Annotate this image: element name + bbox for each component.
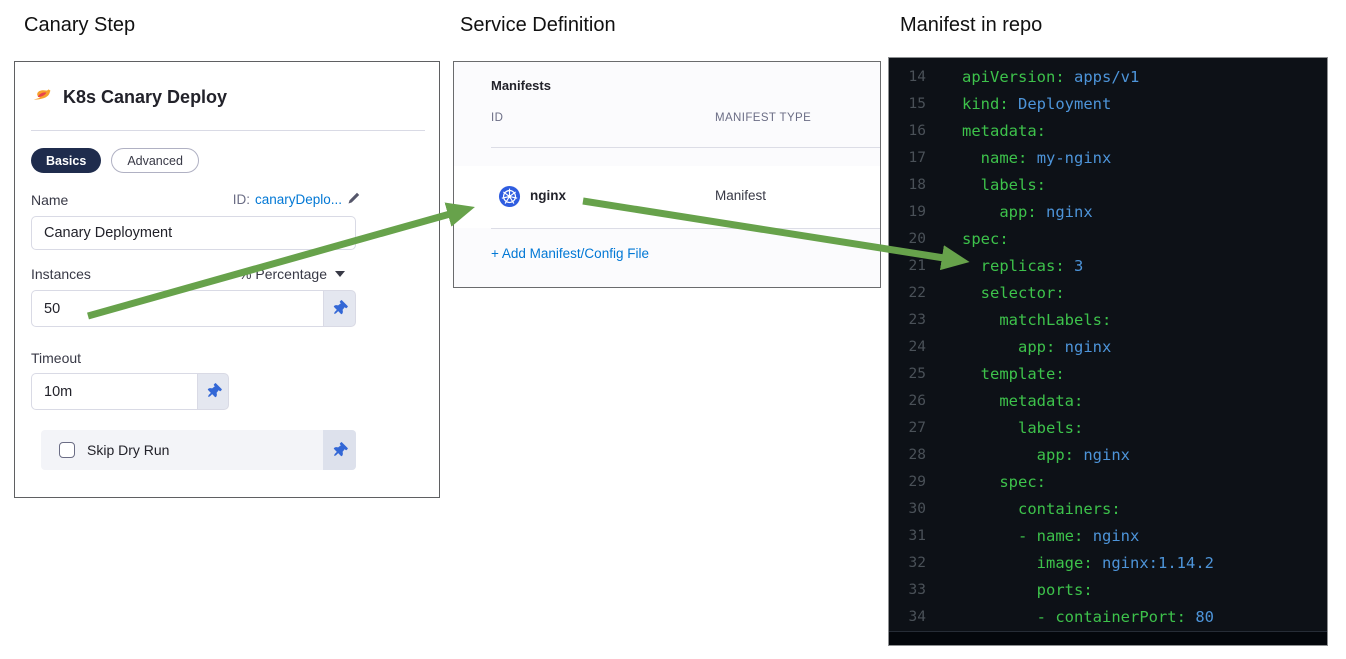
- code-line: 18 labels:: [908, 176, 1046, 194]
- kubernetes-icon: [498, 185, 521, 208]
- canary-step-title: Canary Step: [24, 14, 136, 36]
- id-prefix: ID:: [232, 192, 250, 207]
- step-heading: K8s Canary Deploy: [63, 87, 228, 107]
- name-label: Name: [31, 191, 69, 208]
- timeout-label: Timeout: [31, 350, 82, 366]
- service-definition-card: Manifests ID MANIFEST TYPE: [453, 61, 881, 288]
- code-line: 21 replicas: 3: [908, 257, 1084, 275]
- timeout-input-group: [31, 373, 229, 410]
- header-divider: [491, 147, 880, 148]
- instances-pin-button[interactable]: [323, 290, 356, 327]
- pin-icon: [207, 383, 222, 398]
- step-id: ID: canaryDeplo...: [233, 191, 361, 208]
- add-manifest-link[interactable]: + Add Manifest/Config File: [491, 246, 649, 261]
- code-line: 30 containers:: [908, 500, 1121, 518]
- manifest-id: nginx: [530, 188, 566, 203]
- edit-pencil-icon[interactable]: [347, 191, 361, 208]
- tab-advanced[interactable]: Advanced: [111, 148, 199, 173]
- canary-bird-icon: [31, 84, 53, 111]
- step-tabs: Basics Advanced: [31, 148, 199, 173]
- id-link[interactable]: canaryDeplo...: [254, 192, 342, 207]
- skip-dry-run-checkbox[interactable]: [59, 442, 75, 458]
- code-line: 24 app: nginx: [908, 338, 1112, 356]
- service-definition-title: Service Definition: [460, 14, 616, 36]
- step-header: K8s Canary Deploy: [31, 84, 227, 111]
- pin-icon: [333, 441, 348, 456]
- code-line: 33 ports:: [908, 581, 1093, 599]
- column-header-id: ID: [491, 112, 504, 124]
- chevron-down-icon: [335, 271, 345, 277]
- code-line: 27 labels:: [908, 419, 1084, 437]
- code-line: 17 name: my-nginx: [908, 149, 1112, 167]
- code-line: 26 metadata:: [908, 392, 1084, 410]
- name-input[interactable]: [31, 216, 356, 250]
- code-line: 25 template:: [908, 365, 1065, 383]
- manifests-heading: Manifests: [491, 78, 551, 93]
- code-line: 28 app: nginx: [908, 446, 1130, 464]
- code-line: 23 matchLabels:: [908, 311, 1112, 329]
- manifest-table-row[interactable]: nginx Manifest: [454, 166, 880, 228]
- pin-icon: [333, 300, 348, 315]
- code-line: 22 selector:: [908, 284, 1065, 302]
- row-divider: [491, 228, 880, 229]
- manifest-in-repo-title: Manifest in repo: [900, 14, 1043, 36]
- instances-input[interactable]: [31, 290, 323, 327]
- instances-label: Instances: [31, 266, 91, 282]
- timeout-pin-button[interactable]: [197, 373, 229, 410]
- manifest-type: Manifest: [715, 188, 767, 203]
- column-header-manifest-type: MANIFEST TYPE: [715, 112, 812, 124]
- timeout-input[interactable]: [31, 373, 197, 410]
- canary-step-card: K8s Canary Deploy Basics Advanced Name I…: [14, 61, 440, 498]
- instances-unit-value: % Percentage: [239, 266, 327, 282]
- tab-basics[interactable]: Basics: [31, 148, 102, 173]
- code-panel-footer: [889, 631, 1327, 645]
- code-line: 34 - containerPort: 80: [908, 608, 1214, 626]
- code-line: 32 image: nginx:1.14.2: [908, 554, 1214, 572]
- instances-input-group: [31, 290, 356, 327]
- skip-dry-run-row: Skip Dry Run: [41, 430, 356, 470]
- code-line: 31 - name: nginx: [908, 527, 1140, 545]
- instances-label-row: Instances % Percentage: [31, 266, 345, 282]
- header-divider: [31, 130, 425, 131]
- instances-unit-dropdown[interactable]: % Percentage: [239, 266, 345, 282]
- name-label-row: Name ID: canaryDeplo...: [31, 191, 361, 208]
- code-line: 29 spec:: [908, 473, 1046, 491]
- skip-dry-run-label: Skip Dry Run: [87, 442, 170, 458]
- code-line: 19 app: nginx: [908, 203, 1093, 221]
- skip-dry-run-pin-button[interactable]: [323, 430, 356, 470]
